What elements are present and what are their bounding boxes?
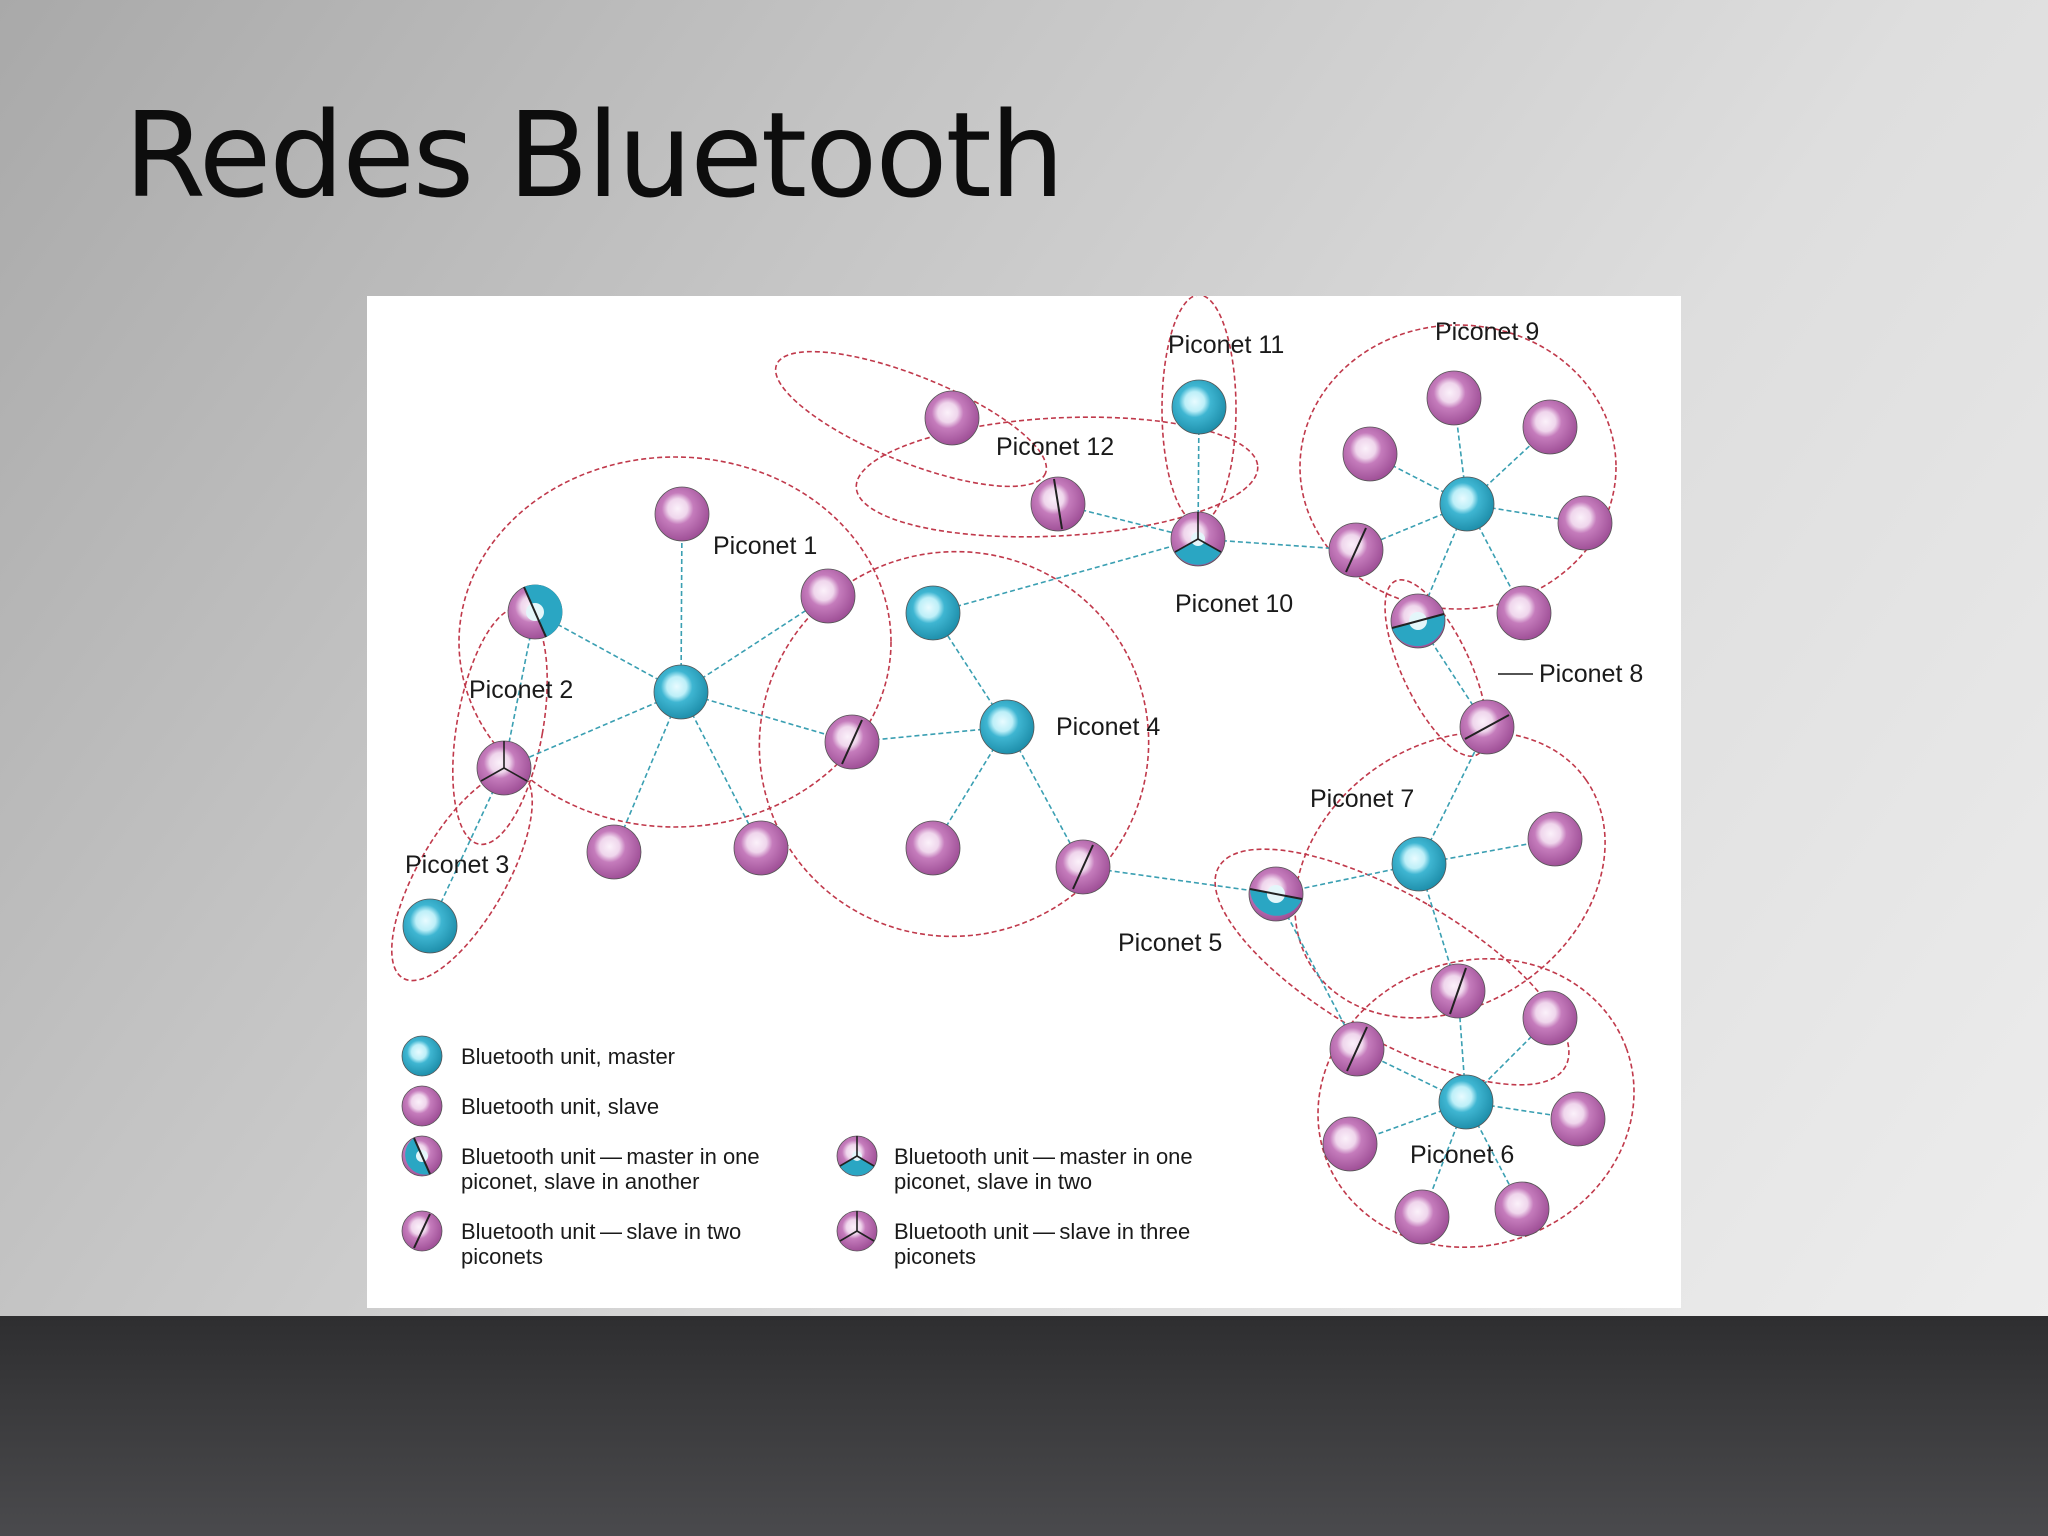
piconet-9-boundary [1299,324,1617,610]
scatternet-diagram: Piconet 1 Piconet 2 Piconet 3 Piconet 4 … [390,296,1643,1269]
slave-two-piconets-unit [1430,963,1486,1019]
piconet-7-boundary [1294,731,1606,1019]
slave-unit [654,486,710,542]
legend-master-slave-label-1: Bluetooth unit — master in one [461,1144,760,1169]
legend-master-slave-two-icon [836,1135,878,1177]
piconet-12-boundary [774,350,1048,488]
legend-master-slave-two-label-2: piconet, slave in two [894,1169,1092,1194]
footer-band [0,1316,2048,1536]
slave-two-piconets-unit [824,714,880,770]
link [680,691,762,849]
slave-unit [1394,1189,1450,1245]
slave-two-piconets-unit [1329,1021,1385,1077]
link [1418,863,1459,992]
piconet-11-label: Piconet 11 [1168,331,1284,359]
piconet-labels: Piconet 1 Piconet 2 Piconet 3 Piconet 4 … [405,318,1643,1169]
legend-slave-two-icon [401,1210,443,1252]
link [680,595,829,693]
legend-slave-two-label-1: Bluetooth unit — slave in two [461,1219,741,1244]
slave-unit [1522,399,1578,455]
slide-title: Redes Bluetooth [124,86,1065,224]
master-unit [979,699,1035,755]
slave-unit [924,390,980,446]
slave-unit [1342,426,1398,482]
slave-unit [1426,370,1482,426]
master-unit [653,664,709,720]
legend-slave-three-label-2: piconets [894,1244,976,1269]
slave-unit [586,824,642,880]
slave-unit [905,820,961,876]
master-unit [1391,836,1447,892]
legend-master-slave-label-2: piconet, slave in another [461,1169,700,1194]
piconet-12-label: Piconet 12 [996,433,1114,461]
master-unit [905,585,961,641]
piconet-3-label: Piconet 3 [405,851,509,879]
legend-master-icon [401,1035,443,1077]
piconet-2-label: Piconet 2 [469,676,573,704]
legend-slave-icon [401,1085,443,1127]
link [1082,866,1277,895]
link [680,691,853,743]
piconet-4-label: Piconet 4 [1056,713,1160,741]
slave-two-piconets-unit [1055,839,1111,895]
link [534,611,682,693]
piconet-10-boundary [855,416,1259,538]
piconet-7-label: Piconet 7 [1310,785,1414,813]
slave-unit [1496,585,1552,641]
legend: Bluetooth unit, master Bluetooth unit, s… [401,1035,1193,1269]
slave-unit [1522,990,1578,1046]
master-slave-two-unit [1170,511,1226,567]
slave-unit [1527,811,1583,867]
piconet-8-label: Piconet 8 [1539,660,1643,688]
legend-slave-three-icon [836,1210,878,1252]
link [429,767,505,927]
link [613,691,682,853]
slave-unit [733,820,789,876]
piconet-1-label: Piconet 1 [713,532,817,560]
legend-master-label: Bluetooth unit, master [461,1044,675,1069]
legend-master-slave-icon [401,1135,443,1177]
piconet-11-boundary [1161,296,1237,524]
master-unit [1439,476,1495,532]
link [932,538,1199,614]
legend-slave-label: Bluetooth unit, slave [461,1094,659,1119]
piconet-1-boundary [458,456,892,828]
link [503,691,682,769]
bluetooth-units [402,370,1613,1245]
slave-unit [1322,1116,1378,1172]
slave-unit [1550,1091,1606,1147]
piconet-4-boundary [758,550,1150,938]
slave-two-piconets-unit [1030,476,1086,532]
slave-three-piconets-unit [476,740,532,796]
link [1275,893,1358,1050]
master-slave-unit [1390,593,1446,649]
slave-unit [1494,1181,1550,1237]
link [680,513,683,693]
piconet-5-label: Piconet 5 [1118,929,1222,957]
slave-two-piconets-unit [1328,522,1384,578]
slave-two-piconets-unit [1459,699,1515,755]
piconet-6-label: Piconet 6 [1410,1141,1514,1169]
piconet-8-boundary [1384,579,1488,757]
legend-slave-two-label-2: piconets [461,1244,543,1269]
bluetooth-scatternet-figure: Piconet 1 Piconet 2 Piconet 3 Piconet 4 … [367,296,1681,1308]
piconet-2-boundary [452,606,548,846]
master-slave-unit [507,584,563,640]
link [1197,406,1200,540]
master-slave-unit [1248,866,1304,922]
master-unit [402,898,458,954]
master-unit [1438,1074,1494,1130]
legend-master-slave-two-label-1: Bluetooth unit — master in one [894,1144,1193,1169]
master-unit [1171,379,1227,435]
slave-unit [1557,495,1613,551]
piconet-9-label: Piconet 9 [1435,318,1539,346]
piconet-10-label: Piconet 10 [1175,590,1293,618]
slave-unit [800,568,856,624]
legend-slave-three-label-1: Bluetooth unit — slave in three [894,1219,1190,1244]
